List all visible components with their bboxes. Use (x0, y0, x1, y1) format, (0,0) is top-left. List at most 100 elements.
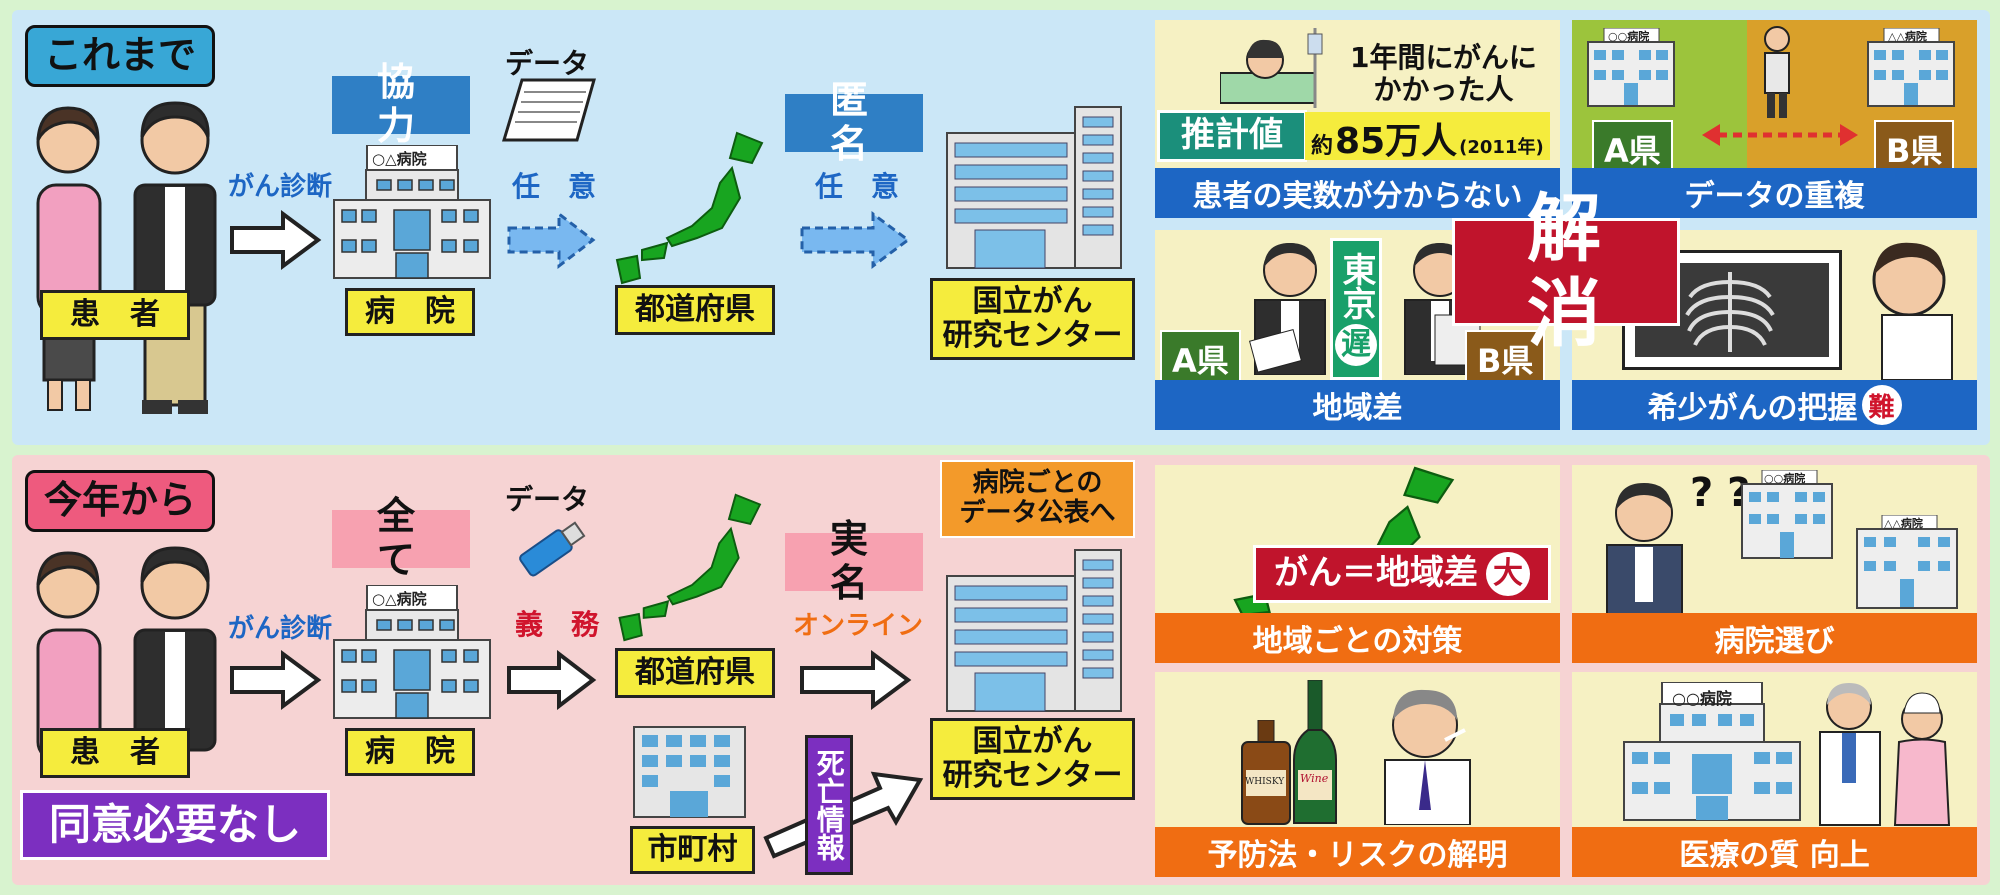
top-hospital-label: 病 院 (345, 288, 475, 336)
top-center-line1: 国立がん (972, 283, 1093, 319)
data-document-icon (502, 78, 596, 142)
wine-label: Wine (1300, 772, 1329, 785)
patient-bed-illustration (1220, 28, 1323, 108)
online-label: オンライン (793, 611, 924, 641)
top-patient-label: 患 者 (40, 290, 190, 340)
resolve-badge: 解 消 (1452, 186, 1680, 357)
double-arrow-icon (1702, 124, 1858, 146)
bottom-arrow-to-prefecture-icon (507, 650, 597, 710)
bottom-hospital-label: 病 院 (345, 728, 475, 776)
hospital-b-sign: △△病院 (1888, 30, 1927, 43)
nurse-illustration (1893, 692, 1951, 826)
problem-caption-rare-cancer: 希少がんの把握 難 (1572, 380, 1977, 430)
top-prefecture-label: 都道府県 (615, 285, 775, 335)
top-dashed-arrow-to-prefecture-icon (507, 210, 596, 270)
bottom-diagnosis-label: がん診断 (228, 614, 333, 644)
estimate-value: 85万人 (1335, 121, 1458, 162)
death-info-text: 死亡情報 (812, 749, 846, 861)
japan-map-illustration (615, 131, 764, 285)
man-smoking-illustration (1384, 689, 1471, 825)
region-pref-b-label: B県 (1465, 330, 1546, 388)
top-research-center-building (946, 106, 1122, 269)
estimate-year: (2011年) (1459, 137, 1544, 158)
top-anonymous-tag: 匿 名 (785, 78, 923, 166)
tokyo-text: 東京 (1336, 252, 1376, 320)
no-consent-label: 同意必要なし (20, 790, 330, 860)
bottom-research-center-label: 国立がん 研究センター (930, 718, 1135, 800)
top-voluntary-label-2: 任 意 (815, 170, 900, 203)
publish-line2: データ公表へ (959, 498, 1116, 528)
whisky-bottle-icon (1241, 720, 1291, 825)
hospital-quality-icon (1623, 682, 1801, 821)
estimate-prefix: 約 (1311, 134, 1334, 159)
tokyo-label: 東京 遅 (1330, 238, 1382, 380)
hospital-a-icon (1587, 28, 1675, 107)
bottom-section-label: 今年から (25, 470, 215, 532)
doctor-illustration (1819, 683, 1881, 826)
difficult-badge: 難 (1861, 385, 1902, 425)
bottom-arrow-to-center-icon (800, 650, 912, 710)
top-data-label: データ (505, 47, 590, 80)
death-info-label: 死亡情報 (805, 735, 853, 875)
benefit-cell-quality: ○○病院 医療の質 向上 (1572, 672, 1977, 877)
problem-caption-patient-count: 患者の実数が分からない (1155, 168, 1560, 218)
official-a-illustration (1248, 243, 1326, 375)
benefit-caption-quality: 医療の質 向上 (1572, 827, 1977, 877)
top-arrow-to-hospital-icon (230, 210, 322, 270)
hospital-a-sign: ○○病院 (1608, 30, 1650, 43)
bottom-data-label: データ (505, 483, 590, 516)
doctor-thinking-illustration (1872, 242, 1953, 380)
question-marks: ? ? (1690, 470, 1751, 516)
hospital-b-icon (1867, 28, 1955, 107)
hospital-choice-a-sign: ○○病院 (1764, 472, 1806, 485)
benefit-caption-regional: 地域ごとの対策 (1155, 613, 1560, 663)
benefit-cell-regional: がん＝地域差 大 地域ごとの対策 (1155, 465, 1560, 663)
problem-cell-patient-count: 1年間にがんに かかった人 推計値 約 85万人 (2011年) 患者の実数が分… (1155, 20, 1560, 218)
bottom-hospital-sign: ○△病院 (372, 590, 427, 608)
benefit-cell-prevention: WHISKY Wine 予防法・リスクの解明 (1155, 672, 1560, 877)
patient-woman-illustration (36, 106, 102, 411)
bottom-hospital-illustration (333, 585, 491, 719)
top-hospital-sign: ○△病院 (372, 150, 427, 168)
municipality-label: 市町村 (630, 826, 755, 874)
bottom-arrow-to-hospital-icon (230, 650, 322, 710)
patient-man-illustration (133, 101, 217, 414)
regional-gap-text: がん＝地域差 (1274, 553, 1478, 594)
benefit-caption-hospital-choice: 病院選び (1572, 613, 1977, 663)
problem-caption-duplication: データの重複 (1572, 168, 1977, 218)
ribcage-icon (1685, 272, 1775, 352)
mandatory-label: 義 務 (515, 608, 600, 641)
bottom-patient-label: 患 者 (40, 728, 190, 778)
bottom-center-line1: 国立がん (972, 723, 1093, 759)
top-diagnosis-label: がん診断 (228, 172, 333, 202)
problem-caption-regional-gap: 地域差 (1155, 380, 1560, 430)
wine-bottle-icon (1293, 680, 1337, 824)
city-hall-building (633, 726, 746, 818)
slow-badge: 遅 (1335, 324, 1377, 366)
usb-drive-icon (519, 521, 586, 577)
problem-cell-data-duplication: ○○病院 △△病院 A県 B県 データの重複 (1572, 20, 1977, 218)
hospital-quality-sign: ○○病院 (1672, 689, 1732, 708)
top-research-center-label: 国立がん 研究センター (930, 278, 1135, 360)
annual-patients-label: 1年間にがんに かかった人 (1350, 41, 1537, 107)
big-badge: 大 (1486, 552, 1530, 596)
estimate-value-box: 約 85万人 (2011年) (1305, 112, 1550, 162)
person-confused-illustration (1606, 483, 1683, 615)
person-standing-illustration (1764, 26, 1790, 118)
bottom-center-line2: 研究センター (942, 758, 1123, 793)
publish-label: 病院ごとの データ公表へ (940, 460, 1135, 538)
hospital-choice-b-icon (1856, 515, 1958, 609)
patient-man-illustration-2 (133, 546, 217, 752)
benefit-caption-prevention: 予防法・リスクの解明 (1155, 827, 1560, 877)
realname-tag: 実 名 (785, 517, 923, 605)
top-center-line2: 研究センター (942, 318, 1123, 353)
top-section-label: これまで (25, 25, 215, 87)
annual-line1: 1年間にがんに (1350, 41, 1537, 74)
annual-line2: かかった人 (1373, 73, 1514, 107)
rare-cancer-caption-text: 希少がんの把握 (1647, 391, 1858, 426)
estimate-tag: 推計値 (1157, 110, 1307, 162)
whisky-label: WHISKY (1245, 777, 1285, 787)
top-hospital-illustration (333, 145, 491, 279)
top-dashed-arrow-to-center-icon (800, 211, 911, 269)
